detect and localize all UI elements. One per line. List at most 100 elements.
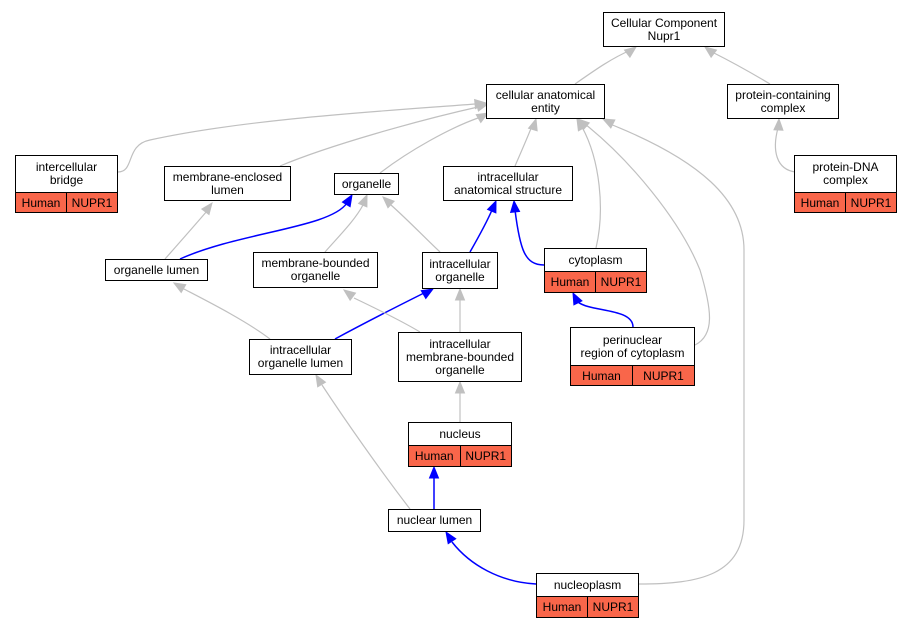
term-node-root[interactable]: Cellular Component Nupr1 bbox=[603, 12, 725, 47]
edge-arrowhead bbox=[382, 196, 395, 209]
edge-arrowhead bbox=[172, 282, 187, 294]
edge-arrowhead bbox=[454, 287, 466, 301]
edge-line bbox=[117, 103, 476, 173]
edge-line bbox=[774, 127, 797, 173]
term-label: nuclear lumen bbox=[396, 513, 473, 527]
edge-line bbox=[451, 541, 537, 585]
edge-nl-to-nuc bbox=[428, 465, 440, 509]
edge-arrowhead bbox=[428, 465, 440, 479]
term-node-ol[interactable]: organelle lumen bbox=[105, 259, 208, 281]
edge-arrowhead bbox=[420, 288, 435, 300]
term-label: protein-DNA complex bbox=[812, 160, 879, 187]
term-label: intercellular bridge bbox=[35, 160, 98, 187]
term-node-imbo[interactable]: intracellular membrane-bounded organelle bbox=[398, 332, 522, 382]
term-node-cae[interactable]: cellular anatomical entity bbox=[486, 84, 605, 119]
edge-line bbox=[390, 204, 441, 253]
edge-line bbox=[574, 49, 632, 85]
gene-cell[interactable]: NUPR1 bbox=[66, 193, 117, 212]
edge-pdna-to-pcc bbox=[773, 117, 797, 173]
term-label: cytoplasm bbox=[568, 252, 623, 267]
edge-arrowhead bbox=[475, 112, 490, 124]
edge-arrowhead bbox=[315, 373, 327, 388]
edge-line bbox=[584, 123, 711, 346]
edge-org-to-cae bbox=[379, 112, 490, 174]
gene-cell[interactable]: NUPR1 bbox=[595, 272, 646, 292]
edge-line bbox=[379, 117, 479, 174]
species-cell: Human bbox=[21, 195, 61, 210]
edge-cyt-to-ias bbox=[509, 199, 545, 266]
edge-arrowhead bbox=[486, 199, 497, 214]
annotation-row: Human NUPR1 bbox=[409, 445, 511, 466]
edge-arrowhead bbox=[572, 291, 583, 306]
edge-imbo-to-mbo bbox=[342, 289, 421, 333]
edge-arrowhead bbox=[601, 118, 616, 129]
term-label: organelle lumen bbox=[113, 262, 200, 277]
edge-io-to-ias bbox=[469, 199, 497, 253]
edge-line bbox=[279, 106, 479, 167]
edge-line bbox=[179, 202, 348, 260]
term-label: intracellular organelle lumen bbox=[257, 343, 344, 370]
term-label: intracellular organelle bbox=[429, 256, 491, 284]
edge-mbo-to-org bbox=[324, 193, 368, 253]
edge-imbo-to-io bbox=[454, 287, 466, 332]
gene-cell[interactable]: NUPR1 bbox=[632, 366, 694, 385]
term-node-iol[interactable]: intracellular organelle lumen bbox=[249, 339, 352, 375]
edge-arrowhead bbox=[623, 46, 638, 59]
term-label: organelle bbox=[341, 176, 392, 191]
edge-nl-to-iol bbox=[315, 373, 411, 510]
edge-ol-to-org bbox=[179, 193, 353, 260]
edge-iol-to-ol bbox=[172, 282, 271, 340]
edge-cae-to-root bbox=[574, 46, 638, 85]
term-node-nl[interactable]: nuclear lumen bbox=[388, 509, 481, 532]
edge-np-to-nl bbox=[445, 530, 537, 585]
edge-arrowhead bbox=[527, 117, 538, 132]
edge-arrowhead bbox=[509, 199, 521, 213]
term-label: intracellular membrane-bounded organelle bbox=[405, 336, 515, 377]
gene-cell[interactable]: NUPR1 bbox=[845, 193, 896, 212]
term-label: protein-containing complex bbox=[735, 87, 831, 115]
term-label: perinuclear region of cytoplasm bbox=[580, 332, 685, 360]
term-node-mbo[interactable]: membrane-bounded organelle bbox=[253, 252, 378, 288]
edge-line bbox=[353, 297, 421, 333]
edge-cyt-to-cae bbox=[576, 117, 601, 249]
term-label: membrane-enclosed lumen bbox=[172, 169, 283, 197]
term-node-org[interactable]: organelle bbox=[334, 173, 399, 195]
gene-cell[interactable]: NUPR1 bbox=[459, 446, 512, 466]
edge-ol-to-mel bbox=[164, 201, 213, 260]
gene-cell[interactable]: NUPR1 bbox=[587, 597, 638, 617]
species-cell: Human bbox=[414, 449, 454, 463]
term-label: cellular anatomical entity bbox=[495, 87, 596, 115]
edge-ib-to-cae bbox=[117, 98, 488, 173]
edge-arrowhead bbox=[341, 193, 353, 208]
edge-io-to-org bbox=[382, 196, 441, 253]
edge-iol-to-io bbox=[334, 288, 435, 340]
edge-ias-to-cae bbox=[514, 117, 538, 167]
edge-line bbox=[321, 384, 411, 510]
edge-prc-to-cae bbox=[577, 118, 711, 346]
term-label: nucleoplasm bbox=[553, 577, 622, 592]
term-node-ias[interactable]: intracellular anatomical structure bbox=[443, 166, 573, 201]
species-cell: Human bbox=[550, 275, 590, 289]
edge-np-to-cae bbox=[601, 118, 745, 585]
edge-arrowhead bbox=[475, 101, 490, 112]
term-node-io[interactable]: intracellular organelle bbox=[422, 252, 498, 289]
edge-arrowhead bbox=[577, 118, 591, 131]
edge-arrowhead bbox=[454, 380, 466, 394]
edge-line bbox=[181, 287, 271, 340]
edge-arrowhead bbox=[357, 193, 368, 208]
edge-mel-to-cae bbox=[279, 101, 490, 167]
edge-line bbox=[514, 209, 545, 266]
edge-line bbox=[581, 126, 601, 249]
annotation-row: Human NUPR1 bbox=[16, 192, 117, 212]
term-label: intracellular anatomical structure bbox=[453, 169, 563, 197]
term-node-mel[interactable]: membrane-enclosed lumen bbox=[164, 166, 291, 201]
term-node-pcc[interactable]: protein-containing complex bbox=[727, 84, 839, 119]
